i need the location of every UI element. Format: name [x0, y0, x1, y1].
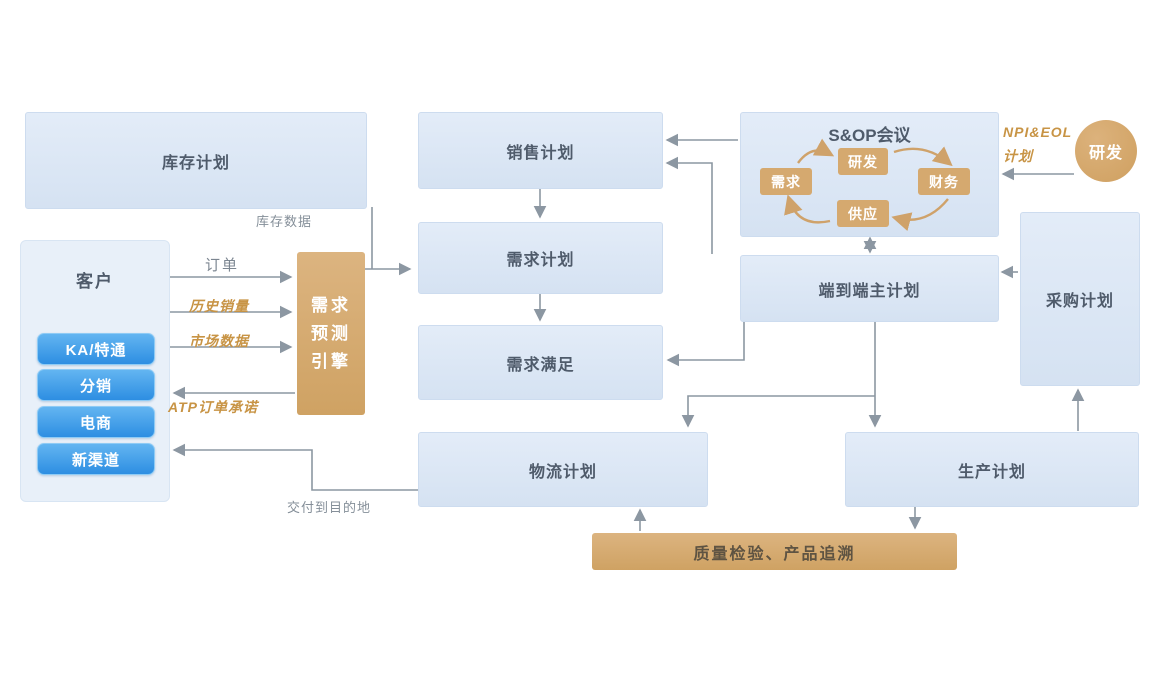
node-demand-plan: 需求计划	[418, 222, 663, 294]
rd-circle: 研发	[1075, 120, 1137, 182]
node-logistics-plan: 物流计划	[418, 432, 708, 507]
customer-title: 客户	[76, 272, 114, 291]
channel-label: 电商	[79, 414, 112, 432]
arrow-e2e-to-logistics	[681, 395, 875, 428]
arrow-logistics-to-customer-delivery	[172, 443, 418, 491]
engine-line: 需求	[311, 295, 351, 315]
flow-label-market-data: 市场数据	[189, 333, 249, 349]
engine-line: 引擎	[311, 351, 351, 371]
node-procurement-plan: 采购计划	[1020, 212, 1140, 386]
node-e2e-master-plan: 端到端主计划	[740, 255, 999, 322]
sop-node-label: 供应	[848, 205, 878, 222]
node-label: 物流计划	[528, 463, 597, 481]
sop-node-label: 研发	[848, 153, 878, 170]
node-sales-plan: 销售计划	[418, 112, 663, 189]
arrow-inventory-to-demand-plan	[365, 207, 410, 269]
rd-circle-label: 研发	[1088, 145, 1123, 162]
channel-label: 新渠道	[71, 451, 120, 469]
channel-new: 新渠道	[37, 443, 155, 475]
customer-panel: 客户 KA/特通 分销 电商 新渠道	[20, 240, 170, 502]
quality-trace-label: 质量检验、产品追溯	[693, 545, 856, 563]
channel-distribution: 分销	[37, 369, 155, 401]
engine-line: 预测	[311, 323, 351, 343]
channel-label: 分销	[79, 377, 112, 395]
sop-node-rd: 研发	[838, 148, 888, 175]
sop-node-supply: 供应	[837, 200, 889, 227]
node-label: 库存计划	[161, 154, 230, 172]
node-label: 销售计划	[506, 144, 575, 162]
channel-ecommerce: 电商	[37, 406, 155, 438]
flow-label-inventory-data: 库存数据	[256, 214, 313, 229]
node-production-plan: 生产计划	[845, 432, 1139, 507]
channel-label: KA/特通	[65, 341, 127, 359]
sop-node-label: 需求	[771, 173, 801, 190]
flow-label-delivery: 交付到目的地	[287, 500, 372, 515]
node-label: 端到端主计划	[818, 282, 921, 300]
arrow-e2e-to-fulfillment	[666, 321, 745, 367]
flow-label-atp-commit: ATP订单承诺	[168, 399, 258, 415]
flow-label-order: 订单	[205, 257, 240, 274]
node-label: 生产计划	[957, 463, 1026, 481]
arrow-e2e-to-sales	[665, 156, 713, 254]
forecast-engine: 需求 预测 引擎	[297, 252, 365, 415]
sop-node-demand: 需求	[760, 168, 812, 195]
node-inventory-plan: 库存计划	[25, 112, 367, 209]
sop-node-label: 财务	[929, 173, 959, 190]
sop-node-finance: 财务	[918, 168, 970, 195]
node-label: 需求计划	[506, 252, 575, 269]
quality-trace-bar: 质量检验、产品追溯	[592, 533, 957, 570]
sop-title: S&OP会议	[828, 126, 911, 145]
channel-ka-special: KA/特通	[37, 333, 155, 365]
node-label: 采购计划	[1045, 293, 1114, 310]
flow-label-historical-sales: 历史销量	[189, 298, 249, 314]
node-label: 需求满足	[506, 356, 575, 374]
node-demand-fulfillment: 需求满足	[418, 325, 663, 400]
flow-label-npi-plan: 计划	[1003, 148, 1033, 164]
flow-label-npi-eol: NPI&EOL	[1003, 124, 1073, 140]
